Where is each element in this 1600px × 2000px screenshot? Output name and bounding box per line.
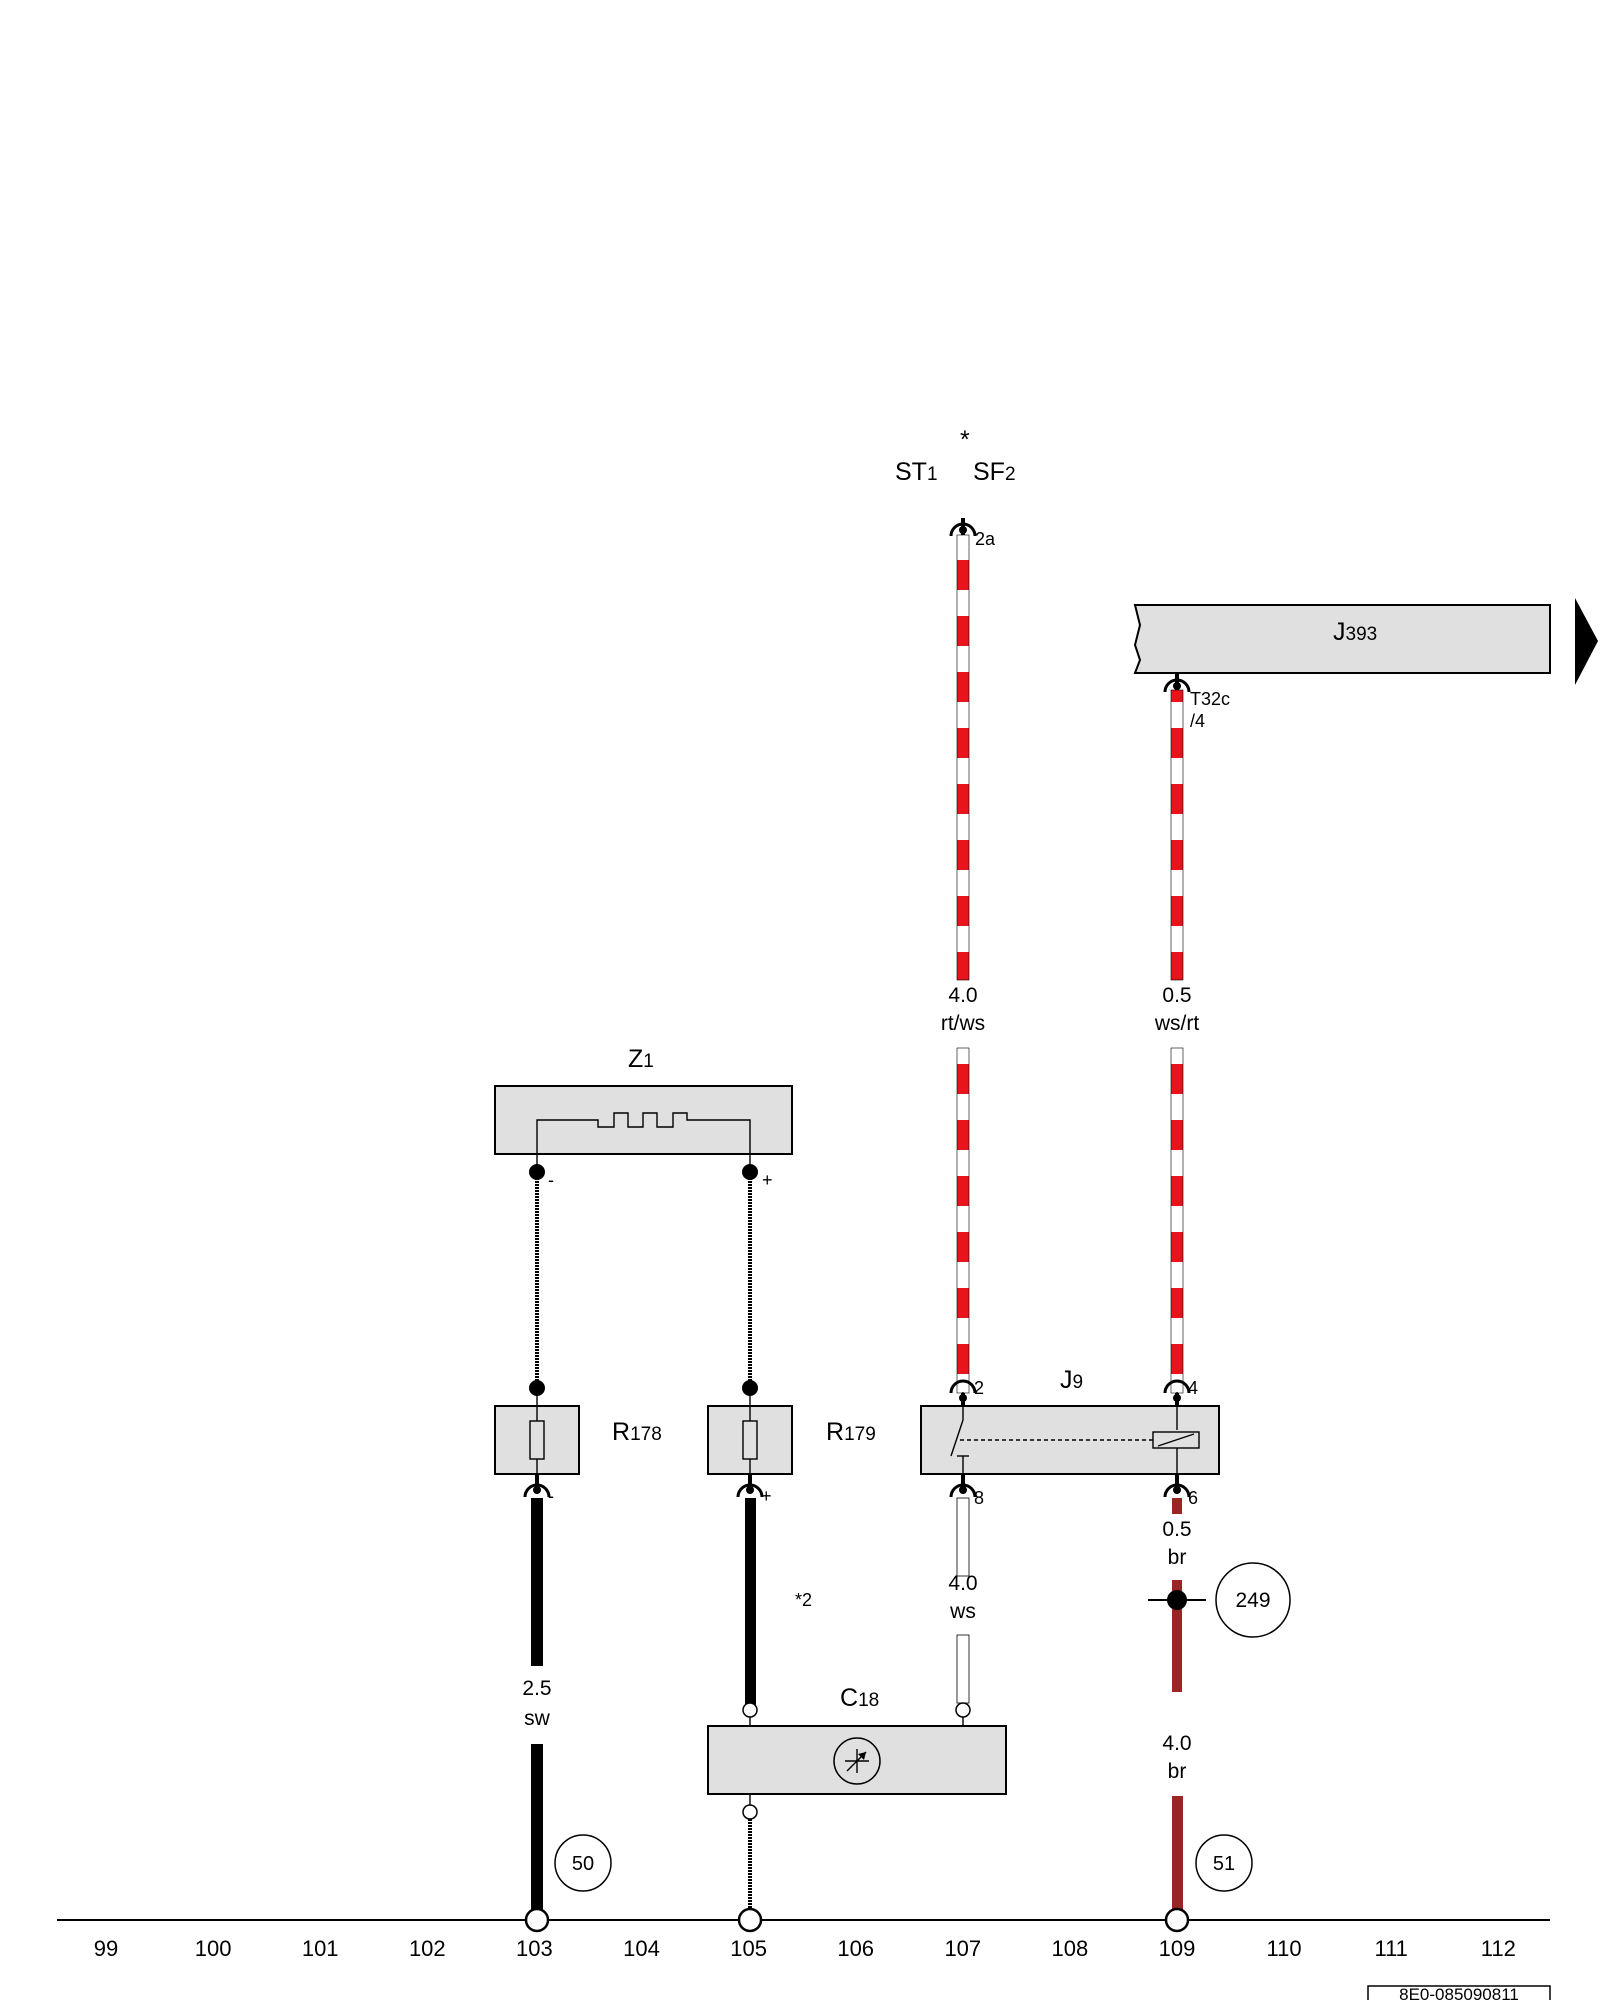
wire-109-top-lower: [1170, 1047, 1184, 1394]
label-j9: J9: [1060, 1366, 1083, 1394]
pin-j9-8: 8: [974, 1488, 984, 1508]
wire-109-bottom-lower: [1172, 1796, 1183, 1918]
pin-j9-2: 2: [974, 1378, 984, 1398]
wire-109-bottom-size: 4.0: [1162, 1732, 1191, 1755]
pin-z1-plus: +: [762, 1170, 773, 1190]
relay-switch-icon: [950, 1392, 1200, 1492]
wire-107-bottom-color: ws: [949, 1600, 976, 1623]
connector-r179-bottom-icon: [736, 1474, 764, 1498]
ref-50-circle: [554, 1834, 612, 1892]
ref-51: 51: [1213, 1853, 1235, 1875]
column-number: 103: [516, 1936, 553, 1961]
ref-249: 249: [1235, 1589, 1270, 1612]
wire-109-bottom-color: br: [1168, 1760, 1187, 1783]
ref-50: 50: [572, 1853, 594, 1875]
wire-103-color: sw: [524, 1707, 551, 1730]
wire-109-size: 0.5: [1162, 984, 1191, 1007]
ref-249-circle: [1215, 1562, 1291, 1638]
wire-107-top-lower: [956, 1047, 970, 1394]
pin-2a: 2a: [975, 529, 996, 549]
label-c18: C18: [840, 1684, 879, 1712]
ground-node-109: [1164, 1907, 1190, 1933]
ground-node-105: [737, 1907, 763, 1933]
node-z1-plus: [742, 1164, 758, 1180]
column-number: 111: [1374, 1936, 1407, 1961]
wire-109-mid: [1172, 1498, 1182, 1514]
heating-element-icon: [536, 1112, 751, 1172]
wire-107-bottom-upper: [956, 1497, 970, 1577]
wire-103-lower: [531, 1744, 543, 1919]
column-number: 99: [94, 1936, 118, 1961]
label-r178: R178: [612, 1418, 662, 1446]
column-number: 108: [1052, 1936, 1089, 1961]
connector-r178-bottom-icon: [523, 1474, 551, 1498]
column-number: 106: [837, 1936, 874, 1961]
suppressor-icon: [833, 1737, 881, 1785]
wire-107-top-upper: [956, 534, 970, 981]
connector-j9-pin6-icon: [1163, 1474, 1191, 1498]
label-z1: Z1: [628, 1045, 654, 1073]
wire-103-size: 2.5: [522, 1677, 551, 1700]
wire-107-color: rt/ws: [941, 1012, 985, 1035]
node-c18-top-left: [742, 1702, 758, 1718]
pin-r179-plus: +: [761, 1486, 772, 1506]
wire-105-upper: [745, 1498, 756, 1708]
label-sf2: SF2: [973, 458, 1016, 486]
wire-107-bottom-size: 4.0: [948, 1572, 977, 1595]
footnote-2: *2: [795, 1590, 812, 1610]
column-number-row: 99 100 101 102 103 104 105 106 107 108 109 110 111 11…: [94, 1936, 1516, 1961]
pin-t32c: T32c: [1190, 689, 1230, 709]
connector-j9-pin4-icon: [1163, 1379, 1191, 1406]
wire-109-mid-size: 0.5: [1162, 1518, 1191, 1541]
doc-id: 8E0-085090811: [1399, 1985, 1519, 2000]
wire-109-mid-color: br: [1168, 1546, 1187, 1569]
resistor-icon: [742, 1420, 758, 1460]
column-number: 107: [944, 1936, 981, 1961]
wire-107-bottom-lower: [956, 1634, 970, 1704]
label-j393: J393: [1333, 618, 1377, 646]
connector-t32c-icon: [1163, 673, 1191, 693]
wire-109-top-upper: [1170, 689, 1184, 981]
pin-j9-6: 6: [1188, 1488, 1198, 1508]
wire-109-mid-lower: [1172, 1580, 1182, 1692]
resistor-icon: [529, 1420, 545, 1460]
splice-node: [1167, 1590, 1187, 1610]
pin-z1-minus: -: [548, 1170, 554, 1190]
j393-box: [1133, 604, 1551, 674]
column-number: 110: [1267, 1936, 1302, 1961]
wire-107-size: 4.0: [948, 984, 977, 1007]
label-st1: ST1: [895, 458, 938, 486]
node-c18-bottom: [742, 1804, 758, 1820]
column-number: 109: [1159, 1936, 1196, 1961]
node-z1-minus: [529, 1164, 545, 1180]
star-mark: *: [960, 426, 970, 454]
pin-t32c-4: /4: [1190, 711, 1205, 731]
connector-sf2-2a-icon: [949, 518, 977, 537]
column-number: 102: [409, 1936, 446, 1961]
column-number: 112: [1481, 1936, 1516, 1961]
column-number: 101: [302, 1936, 339, 1961]
pin-j9-4: 4: [1188, 1378, 1198, 1398]
node-c18-top-right: [955, 1702, 971, 1718]
column-number: 104: [623, 1936, 660, 1961]
connector-j9-pin8-icon: [949, 1474, 977, 1498]
wire-103-upper: [531, 1498, 543, 1666]
ground-node-103: [524, 1907, 550, 1933]
wire-109-color: ws/rt: [1154, 1012, 1199, 1035]
column-number: 105: [730, 1936, 767, 1961]
ref-51-circle: [1195, 1834, 1253, 1892]
label-r179: R179: [826, 1418, 876, 1446]
doc-id-box: [1367, 1985, 1551, 2000]
continue-arrow-icon: [1575, 598, 1598, 685]
pin-r178-minus: -: [548, 1486, 554, 1506]
column-number: 100: [195, 1936, 232, 1961]
connector-j9-pin2-icon: [949, 1379, 977, 1406]
